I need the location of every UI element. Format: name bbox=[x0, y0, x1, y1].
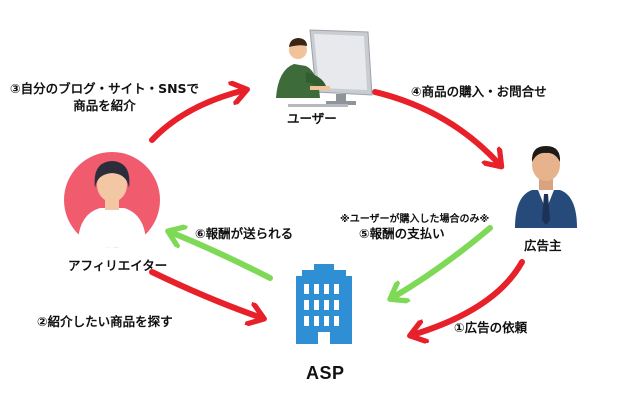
step4-label: ④商品の購入・お問合せ bbox=[411, 84, 547, 99]
arrow-step5 bbox=[392, 225, 493, 298]
arrow-step1 bbox=[412, 259, 525, 335]
step3-label: ③自分のブログ・サイト・SNSで 商品を紹介 bbox=[10, 81, 199, 115]
step6-label: ⑥報酬が送られる bbox=[195, 226, 294, 241]
affiliate-label: アフィリエイター bbox=[68, 258, 168, 273]
step5-condition-note: ※ユーザーが購入した場合のみ※ bbox=[340, 214, 490, 225]
step3-label-line1: ③自分のブログ・サイト・SNSで bbox=[10, 81, 200, 96]
advertiser-label: 広告主 bbox=[524, 238, 562, 253]
step5-label: ⑤報酬の支払い bbox=[359, 226, 445, 241]
advertiser-businessman-icon bbox=[515, 146, 577, 228]
arrow-step4 bbox=[372, 89, 500, 165]
step3-label-line2: 商品を紹介 bbox=[73, 97, 136, 113]
asp-building-icon bbox=[296, 264, 352, 344]
arrow-step3 bbox=[149, 90, 245, 143]
asp-label: ASP bbox=[306, 363, 345, 383]
arrow-step2 bbox=[149, 269, 262, 318]
user-label: ユーザー bbox=[287, 111, 337, 126]
user-at-computer-icon bbox=[276, 29, 373, 107]
step1-label: ①広告の依頼 bbox=[454, 320, 528, 335]
step2-label: ②紹介したい商品を探す bbox=[37, 314, 173, 329]
affiliate-avatar-icon bbox=[64, 152, 160, 248]
arrow-step6 bbox=[170, 232, 273, 281]
